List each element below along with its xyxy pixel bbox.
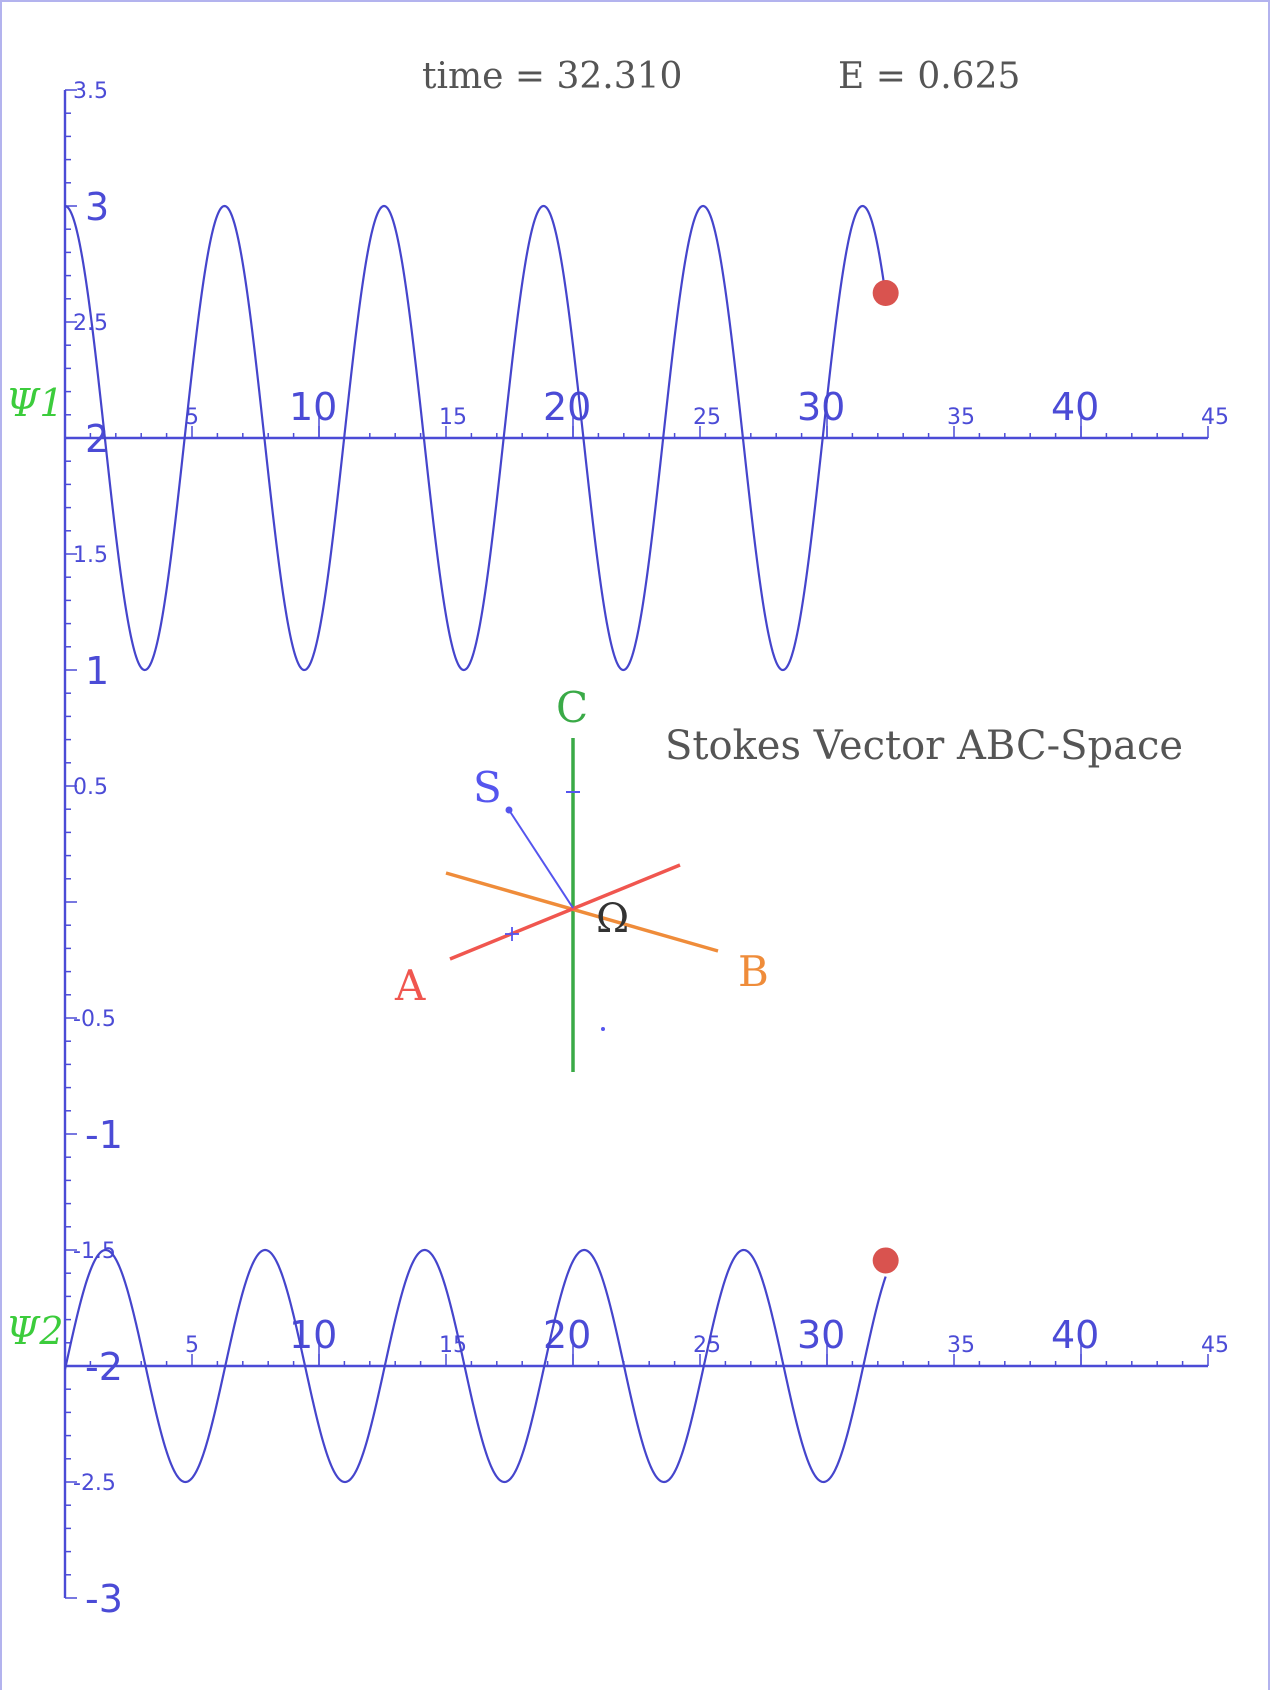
x-minor-tick-label: 45 [1201, 1333, 1229, 1358]
y-tick-label: 3 [85, 185, 109, 229]
stokes-label-a: A [394, 961, 426, 1010]
stokes-vector-space: Stokes Vector ABC-Space C S A B Ω [394, 683, 1183, 1072]
stokes-label-b: B [738, 947, 769, 996]
series-line [63, 1248, 887, 1484]
x-minor-tick-label: 5 [185, 1333, 199, 1358]
x-minor-tick-label: 35 [947, 1333, 975, 1358]
x-minor-tick-label: 25 [693, 405, 721, 430]
y-axis: 3.532.521.510.5-0.5-1-1.5-2-2.5-3 [63, 79, 123, 1621]
y-tick-label: 0.5 [73, 775, 108, 800]
stokes-label-c: C [556, 683, 588, 732]
y-tick-label: -3 [85, 1577, 123, 1621]
y-tick-label: 1.5 [73, 543, 108, 568]
stokes-vector-s [508, 809, 574, 909]
x-major-tick-label: 10 [289, 385, 337, 429]
x-major-tick-label: 20 [543, 385, 591, 429]
stokes-label-omega: Ω [596, 896, 629, 942]
x-minor-tick-label: 35 [947, 405, 975, 430]
y-tick-label: -0.5 [73, 1007, 116, 1032]
y-tick-label: 3.5 [73, 79, 108, 104]
stokes-axis-b [445, 871, 719, 953]
series-label: Ψ2 [6, 1309, 64, 1353]
time-readout: time = 32.310 [422, 56, 682, 97]
x-major-tick-label: 40 [1051, 385, 1099, 429]
energy-readout: E = 0.625 [838, 56, 1020, 97]
x-major-tick-label: 30 [797, 385, 845, 429]
x-minor-tick-label: 45 [1201, 405, 1229, 430]
series-end-marker [872, 280, 899, 306]
stokes-mark-dot [601, 1027, 605, 1031]
x-minor-tick-label: 15 [439, 405, 467, 430]
y-tick-label: 1 [85, 649, 109, 693]
series [63, 204, 899, 1484]
stokes-vector-s-tip [505, 806, 513, 814]
series-end-marker [872, 1247, 899, 1274]
x-major-tick-label: 30 [797, 1313, 845, 1357]
series-line [64, 204, 887, 672]
y-tick-label: -2.5 [73, 1471, 116, 1496]
stokes-title: Stokes Vector ABC-Space [665, 723, 1183, 769]
x-major-tick-label: 40 [1051, 1313, 1099, 1357]
x-major-tick-label: 10 [289, 1313, 337, 1357]
y-tick-label: -1 [85, 1113, 123, 1157]
stokes-label-s: S [473, 763, 502, 812]
series-label: Ψ1 [6, 381, 64, 425]
stokes-axis-a [449, 863, 681, 961]
